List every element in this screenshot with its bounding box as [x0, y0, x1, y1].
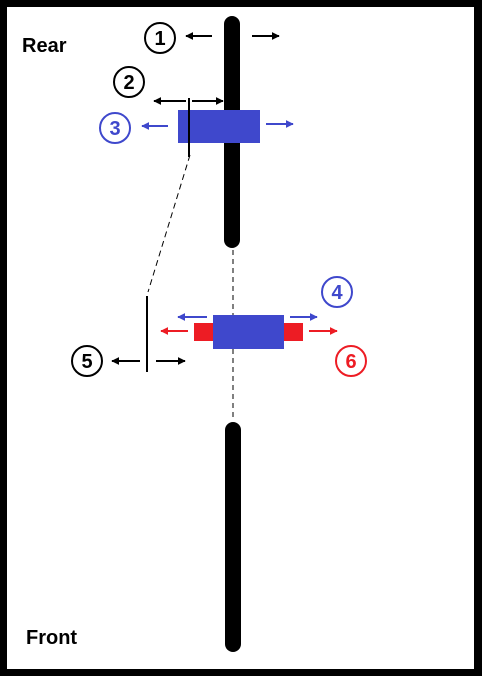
marker-5-number: 5	[81, 351, 92, 373]
diagonal-dashed-connector	[147, 154, 191, 293]
front-red-tab-left	[194, 323, 214, 341]
rear-blue-block	[178, 110, 260, 143]
front-label: Front	[26, 627, 77, 649]
marker-4-circle	[321, 276, 353, 308]
front-blue-block	[213, 315, 284, 349]
marker-3-number: 3	[109, 118, 120, 140]
marker-4-number: 4	[331, 282, 343, 304]
marker-2-number: 2	[123, 72, 134, 94]
marker-2-circle	[113, 66, 145, 98]
marker-3-circle	[99, 112, 131, 144]
marker-5-circle	[71, 345, 103, 377]
marker-6-circle	[335, 345, 367, 377]
marker-1-number: 1	[154, 28, 165, 50]
rear-label: Rear	[22, 35, 67, 57]
front-red-tab-right	[283, 323, 303, 341]
marker-1-circle	[144, 22, 176, 54]
marker-6-number: 6	[345, 351, 356, 373]
